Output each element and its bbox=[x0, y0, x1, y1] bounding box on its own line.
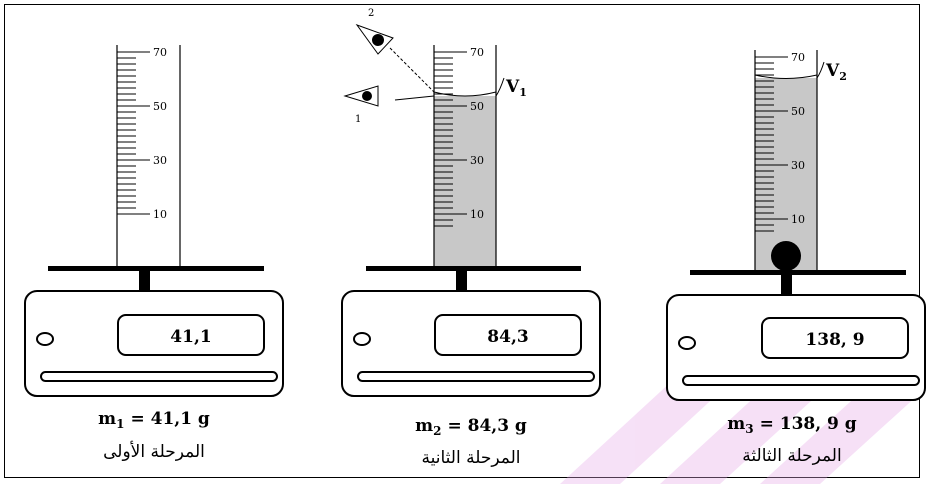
scale-button-icon bbox=[36, 332, 54, 346]
digital-scale: 84,3 bbox=[341, 266, 601, 397]
tick-label-10: 10 bbox=[153, 208, 167, 221]
figure-frame bbox=[4, 4, 920, 478]
tick-label-50: 50 bbox=[791, 105, 805, 118]
tick-label-70: 70 bbox=[470, 46, 484, 59]
liquid bbox=[434, 96, 496, 266]
scale-reading: 41,1 bbox=[170, 327, 211, 347]
scale-display bbox=[117, 314, 265, 356]
stage-3: 70 50 30 10 V2 138, 9 m3 = 138, 9 g المر… bbox=[666, 50, 926, 466]
scale-button-icon bbox=[353, 332, 371, 346]
scale-display bbox=[761, 317, 909, 359]
tick-label-70: 70 bbox=[153, 46, 167, 59]
digital-scale: 41,1 bbox=[24, 266, 284, 397]
solid-object bbox=[771, 241, 801, 271]
cylinder-graduations bbox=[117, 51, 150, 215]
tick-label-10: 10 bbox=[470, 208, 484, 221]
graduated-cylinder: 70 50 30 10 V2 bbox=[754, 50, 847, 271]
scale-reading: 138, 9 bbox=[805, 330, 864, 350]
mass-equation: m3 = 138, 9 g bbox=[727, 414, 857, 436]
mass-equation: m2 = 84,3 g bbox=[415, 416, 527, 438]
tick-label-10: 10 bbox=[791, 213, 805, 226]
eye-observers: 1 2 bbox=[343, 8, 435, 125]
scale-slot bbox=[682, 375, 920, 386]
scale-reading: 84,3 bbox=[487, 327, 528, 347]
mass-equation: m1 = 41,1 g bbox=[98, 409, 210, 431]
digital-scale: 138, 9 bbox=[666, 270, 926, 401]
stage-label: المرحلة الثالثة bbox=[742, 446, 841, 466]
cylinder-graduations bbox=[434, 51, 467, 227]
graduated-cylinder: 70 50 30 10 bbox=[116, 45, 181, 266]
scale-slot bbox=[40, 371, 278, 382]
scale-display bbox=[434, 314, 582, 356]
graduated-cylinder: 70 50 30 10 V1 bbox=[433, 45, 527, 266]
stage-label: المرحلة الأولى bbox=[103, 441, 205, 462]
stage-2: 70 50 30 10 V1 1 2 bbox=[341, 8, 601, 468]
stage-label: المرحلة الثانية bbox=[422, 448, 521, 468]
eye-2-icon bbox=[355, 23, 394, 55]
tick-label-30: 30 bbox=[153, 154, 167, 167]
tick-label-30: 30 bbox=[791, 159, 805, 172]
tick-label-30: 30 bbox=[470, 154, 484, 167]
eye-1-icon bbox=[343, 85, 379, 107]
scale-slot bbox=[357, 371, 595, 382]
liquid bbox=[755, 78, 817, 270]
volume-label-v1: V1 bbox=[505, 77, 527, 99]
volume-label-v2: V2 bbox=[825, 61, 847, 83]
eye-2-label: 2 bbox=[368, 8, 374, 19]
eye-1-label: 1 bbox=[355, 114, 361, 125]
cylinder-graduations bbox=[755, 56, 788, 232]
scale-button-icon bbox=[678, 336, 696, 350]
tick-label-50: 50 bbox=[153, 100, 167, 113]
tick-label-50: 50 bbox=[470, 100, 484, 113]
stage-1: 70 50 30 10 41,1 m1 = 41,1 g المرحلة الأ… bbox=[24, 45, 284, 462]
tick-label-70: 70 bbox=[791, 51, 805, 64]
